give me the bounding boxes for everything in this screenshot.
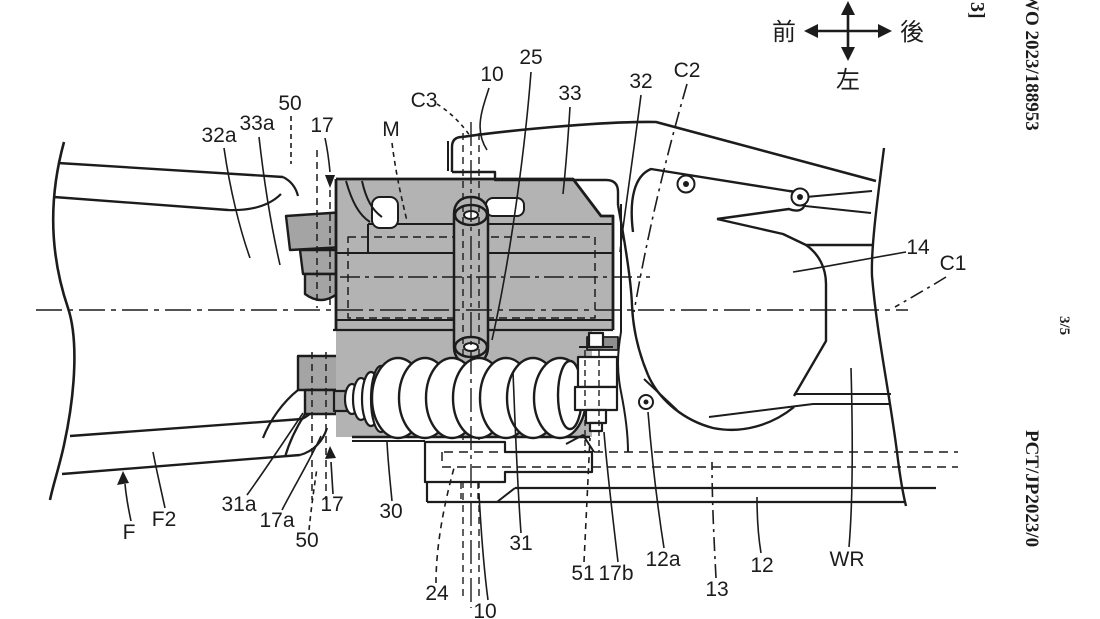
ref-label-n17-bottom: 17 bbox=[320, 493, 344, 516]
ref-label-n30: 30 bbox=[379, 500, 403, 523]
ref-label-wr: WR bbox=[829, 548, 865, 571]
upper-clevis-bracket bbox=[284, 150, 347, 308]
ref-label-n25: 25 bbox=[519, 46, 543, 69]
ref-label-n32a: 32a bbox=[201, 124, 237, 147]
coil-spring bbox=[332, 356, 588, 440]
ref-label-n14: 14 bbox=[906, 236, 930, 259]
front-fork-outline bbox=[48, 141, 329, 501]
ref-label-n10-bottom: 10 bbox=[473, 600, 497, 619]
compass-front-label: 前 bbox=[772, 19, 796, 46]
ref-label-n33a: 33a bbox=[239, 112, 275, 135]
ref-label-n12: 12 bbox=[750, 554, 774, 577]
leader-lines bbox=[117, 71, 947, 601]
ref-label-c3: C3 bbox=[410, 89, 438, 112]
ref-label-c2: C2 bbox=[673, 59, 701, 82]
ref-label-m: M bbox=[382, 118, 400, 141]
compass-left-label: 左 bbox=[836, 67, 860, 94]
figure-tag: 3] bbox=[966, 2, 988, 19]
ref-label-n17-top: 17 bbox=[310, 114, 334, 137]
ref-label-c1: C1 bbox=[939, 252, 967, 275]
lower-bracket bbox=[352, 434, 936, 504]
clamp-bolt bbox=[573, 331, 619, 452]
publication-number: WO 2023/188953 bbox=[1021, 0, 1042, 131]
ref-label-n50-bottom: 50 bbox=[295, 529, 319, 552]
ref-label-n50-top: 50 bbox=[278, 92, 302, 115]
application-number: PCT/JP2023/0 bbox=[1021, 430, 1042, 548]
ref-label-n12a: 12a bbox=[645, 548, 681, 571]
compass-icon: 前 後 左 bbox=[772, 1, 924, 94]
sheet-number: 3/5 bbox=[1056, 316, 1072, 336]
ref-label-n31a: 31a bbox=[221, 493, 257, 516]
axis-centerlines bbox=[36, 122, 958, 608]
lower-clevis-bracket bbox=[296, 352, 342, 500]
ref-label-n51: 51 bbox=[571, 562, 595, 585]
ref-label-n24: 24 bbox=[425, 582, 449, 605]
ref-label-n17b: 17b bbox=[598, 562, 634, 585]
top-bracket bbox=[447, 135, 620, 205]
ref-label-n10-top: 10 bbox=[480, 63, 504, 86]
ref-label-n32: 32 bbox=[629, 70, 653, 93]
ref-label-n33: 33 bbox=[558, 82, 582, 105]
ref-label-n13: 13 bbox=[705, 578, 729, 601]
ref-label-f2: F2 bbox=[151, 508, 177, 531]
pivot-arm-frame bbox=[461, 120, 908, 507]
ref-label-f: F bbox=[122, 521, 136, 544]
ref-label-n31: 31 bbox=[509, 532, 533, 555]
compass-rear-label: 後 bbox=[900, 19, 924, 46]
ref-label-n17a: 17a bbox=[259, 509, 295, 532]
